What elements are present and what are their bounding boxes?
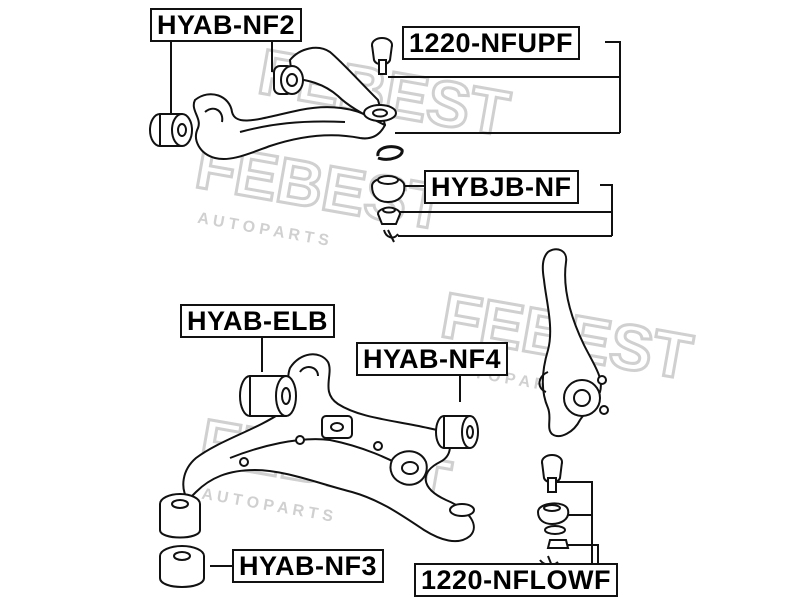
upper-ball-joint-boot: [370, 175, 406, 204]
part-label-1220-nfupf: 1220-NFUPF: [402, 26, 581, 60]
lower-control-arm-group: [159, 353, 479, 588]
lower-ball-joint-boot: [536, 502, 570, 526]
part-label-hyab-nf2: HYAB-NF2: [150, 8, 303, 42]
upper-ball-joint-snap-ring: [376, 145, 404, 161]
part-label-hyab-elb: HYAB-ELB: [180, 304, 336, 338]
lower-ball-joint-nut: [546, 539, 570, 549]
upper-arm-bushing-installed: [273, 65, 304, 95]
lower-front-bushing: [435, 415, 479, 449]
part-label-hybjb-nf: HYBJB-NF: [424, 170, 579, 204]
upper-control-arm: [192, 93, 386, 160]
lower-ball-joint-stud: [541, 454, 563, 493]
lower-rear-bushing: [239, 375, 297, 417]
lower-ball-joint-kit-parts: [536, 454, 570, 567]
upper-arm-bushing-part: [149, 113, 193, 147]
steering-knuckle: [538, 248, 609, 438]
part-label-hyab-nf3: HYAB-NF3: [232, 549, 385, 583]
lower-bushing-large-installed: [159, 493, 201, 539]
upper-ball-joint-stud: [371, 37, 393, 75]
lower-bushing-large-part: [159, 545, 205, 588]
upper-ball-joint-washer: [376, 206, 402, 225]
lower-ball-joint-ring: [544, 525, 566, 535]
leader-lines: [170, 40, 621, 569]
part-label-1220-nflowf: 1220-NFLOWF: [414, 563, 619, 597]
upper-control-arm-group: [149, 46, 397, 160]
upper-ball-joint-kit-parts: [370, 37, 406, 243]
upper-ball-joint-cotter: [383, 229, 399, 243]
lower-control-arm: [182, 353, 475, 543]
part-label-hyab-nf4: HYAB-NF4: [356, 342, 509, 376]
